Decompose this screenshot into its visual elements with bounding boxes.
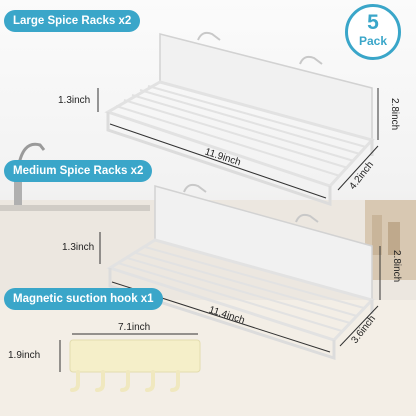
jar-icon	[388, 222, 400, 255]
large-rack-bar	[147, 85, 367, 148]
cabinet-area	[0, 300, 416, 416]
medium-rack-title: Medium Spice Racks x2	[4, 160, 153, 182]
medium-spice-rack	[106, 183, 375, 361]
large-rack-bar	[115, 105, 341, 177]
large-rack-title: Large Spice Racks x2	[4, 10, 141, 32]
pack-count-label: Pack	[358, 34, 388, 48]
hook-prong	[95, 370, 105, 392]
dimension-lines	[59, 88, 381, 372]
hook-backplate	[69, 339, 201, 373]
large-rack-bar	[131, 94, 355, 162]
hook-prong	[120, 370, 130, 392]
magnetic-suction-hook	[69, 339, 201, 392]
large-width-line	[109, 123, 327, 199]
counter-edge	[0, 205, 150, 211]
medium-rack-hook-right	[295, 213, 319, 223]
medium-back-label: 2.8inch	[391, 250, 402, 283]
large-rack-front-rail	[106, 112, 332, 207]
large-rack-hook-right	[299, 55, 323, 65]
large-rack-back-panel	[159, 33, 373, 141]
large-back-label: 2.8inch	[389, 98, 400, 131]
hook-prong	[145, 370, 155, 392]
hook-prong	[170, 370, 180, 392]
medium-rack-bar	[135, 252, 358, 317]
large-rack-hook-left	[197, 31, 221, 41]
pack-count-number: 5	[367, 11, 379, 34]
large-spice-rack	[104, 31, 375, 207]
bottle-icon	[372, 215, 382, 255]
hook-width-label: 7.1inch	[118, 322, 151, 333]
large-height-label: 1.3inch	[58, 95, 91, 106]
medium-rack-bar	[144, 246, 365, 309]
large-rack-bar	[123, 99, 349, 169]
hook-prong	[70, 370, 80, 392]
pack-count-badge: 5 Pack	[345, 4, 401, 60]
medium-rack-bar	[117, 262, 343, 332]
faucet-base	[14, 168, 22, 208]
medium-rack-back-panel	[154, 185, 373, 301]
medium-depth-line	[339, 305, 379, 347]
medium-height-label: 1.3inch	[62, 242, 95, 253]
medium-rack-front-rail	[108, 268, 336, 361]
hook-height-label: 1.9inch	[8, 350, 41, 361]
large-depth-line	[337, 145, 379, 191]
large-rack-bar	[139, 89, 361, 155]
medium-rack-hook-left	[183, 183, 207, 193]
hook-title: Magnetic suction hook x1	[4, 288, 163, 310]
medium-rack-bar	[126, 257, 351, 324]
